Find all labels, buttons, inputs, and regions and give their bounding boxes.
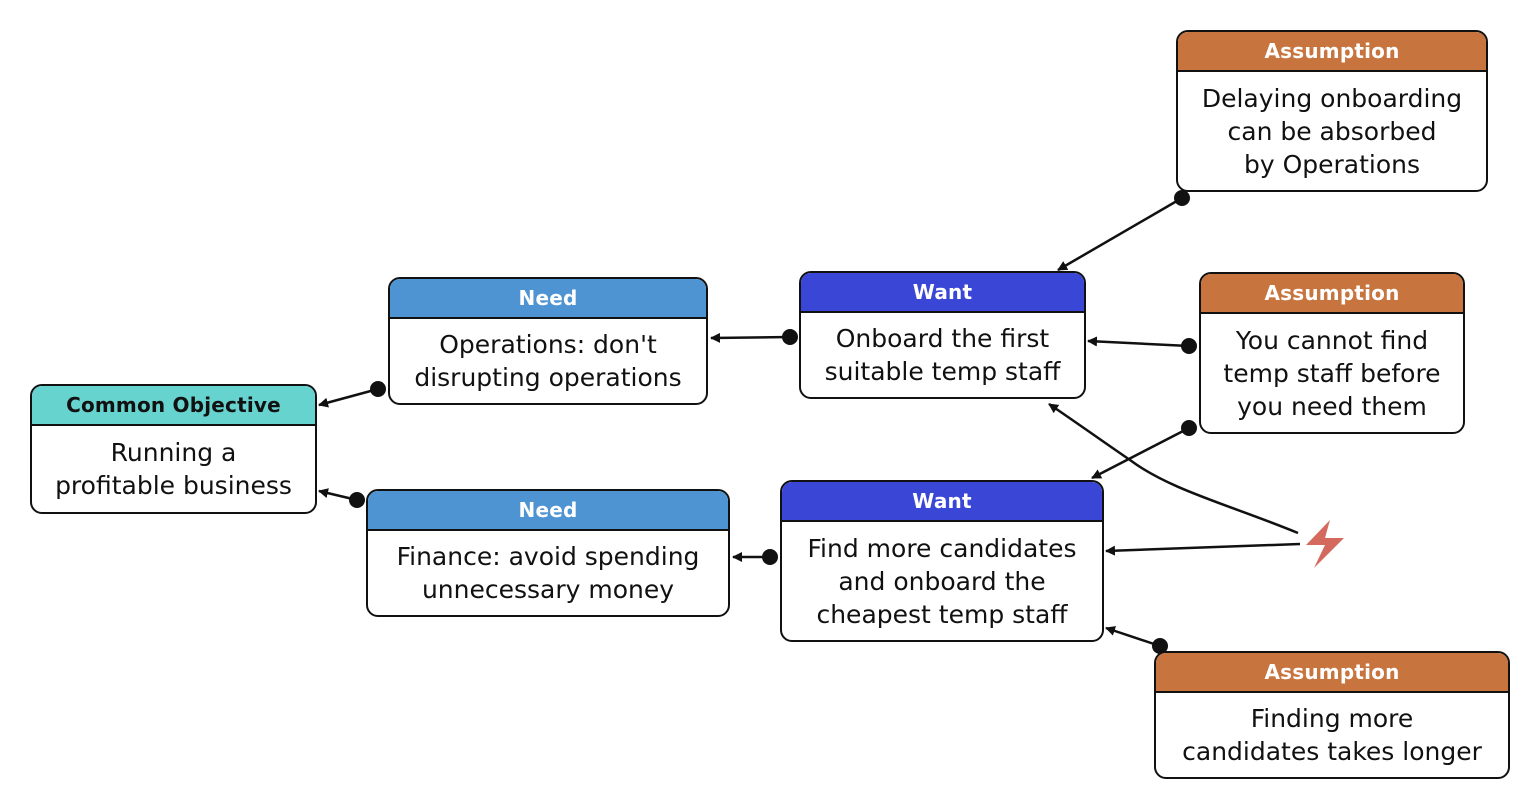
node-header: Want [782, 482, 1102, 522]
edge-want-ops-to-need-ops [710, 329, 798, 345]
node-text: Operations: don't disrupting operations [414, 330, 682, 392]
assumption-delay-node: Assumption Delaying onboarding can be ab… [1176, 30, 1488, 192]
node-header: Need [368, 491, 728, 531]
node-text: You cannot find temp staff before you ne… [1223, 325, 1441, 421]
node-text: Delaying onboarding can be absorbed by O… [1201, 83, 1463, 179]
common-objective-node: Common Objective Running a profitable bu… [30, 384, 317, 514]
node-text: Finance: avoid spending unnecessary mone… [396, 542, 700, 604]
node-header: Need [390, 279, 706, 319]
node-header: Assumption [1178, 32, 1486, 72]
node-text: Running a profitable business [55, 438, 292, 500]
edge-conflict-to-want-fin [1105, 542, 1301, 556]
need-finance-node: Need Finance: avoid spending unnecessary… [366, 489, 730, 617]
assumption-cannot-find-node: Assumption You cannot find temp staff be… [1199, 272, 1465, 434]
assumption-takes-longer-node: Assumption Finding more candidates takes… [1154, 651, 1510, 779]
node-text: Finding more candidates takes longer [1182, 704, 1482, 766]
need-operations-node: Need Operations: don't disrupting operat… [388, 277, 708, 405]
edge-assump-delay-to-want-ops [1057, 190, 1190, 272]
edge-assump-cannot-to-want-fin [1091, 420, 1197, 480]
edge-want-fin-to-need-fin [732, 549, 778, 565]
node-text: Find more candidates and onboard the che… [807, 533, 1077, 629]
want-finance-node: Want Find more candidates and onboard th… [780, 480, 1104, 642]
edge-assump-cannot-to-want-ops [1087, 336, 1197, 354]
want-operations-node: Want Onboard the first suitable temp sta… [799, 271, 1086, 399]
edge-need-fin-to-objective [318, 488, 365, 508]
node-header: Assumption [1156, 653, 1508, 693]
edge-need-ops-to-objective [318, 381, 386, 408]
edge-conflict-to-want-ops [1048, 402, 1299, 535]
lightning-bolt-icon [1306, 520, 1344, 568]
node-header: Common Objective [32, 386, 315, 426]
node-header: Want [801, 273, 1084, 313]
node-header: Assumption [1201, 274, 1463, 314]
edge-assump-longer-to-want-fin [1105, 626, 1168, 654]
node-text: Onboard the first suitable temp staff [824, 324, 1061, 386]
